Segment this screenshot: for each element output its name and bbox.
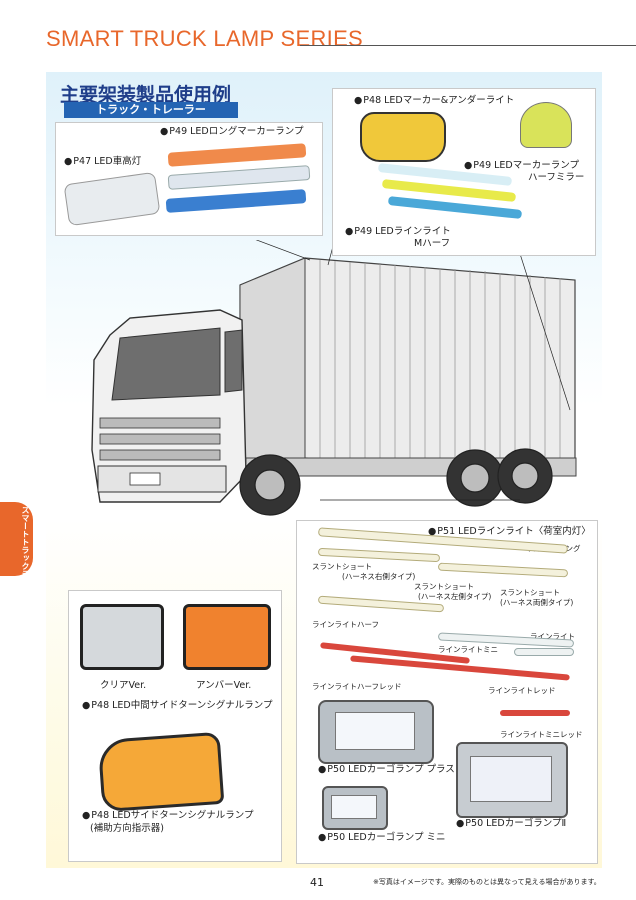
callout-p50-cargo-mini: P50 LEDカーゴランプ ミニ (318, 832, 445, 844)
amber-side-turn-signal-image (97, 731, 225, 813)
category-bar: トラック・トレーラー (64, 102, 238, 118)
callout-p49-marker-lamp: P49 LEDマーカーランプ (464, 160, 579, 172)
callout-p49-line-light: P49 LEDラインライト (345, 226, 450, 238)
image-disclaimer: ※写真はイメージです。実際のものとは異なって見える場合があります。 (373, 878, 601, 886)
label-line-half-red: ラインライトハーフレッド (312, 682, 402, 691)
cargo-lamp-mini-lens (331, 795, 377, 819)
callout-p51-line-light: P51 LEDラインライト〈荷室内灯〉 (428, 526, 590, 538)
callout-p50-cargo-2: P50 LEDカーゴランプⅡ (456, 818, 566, 830)
page-number: 41 (310, 876, 324, 889)
series-title: SMART TRUCK LAMP SERIES (46, 26, 364, 51)
callout-p48-marker-under: P48 LEDマーカー&アンダーライト (354, 95, 514, 107)
side-tab-label: スマートトラックランプ (21, 506, 30, 594)
label-line-half: ラインライトハーフ (312, 620, 380, 629)
page-title: 主要架装製品使用例 (60, 84, 232, 106)
callout-m-half: Mハーフ (414, 238, 451, 249)
label-harness-left: (ハーネス左側タイプ) (418, 592, 492, 601)
callout-p48-middle-side-turn: P48 LED中間サイドターンシグナルランプ (82, 700, 272, 712)
callout-auxiliary-indicator: (補助方向指示器) (90, 823, 164, 834)
label-line-mini: ラインライトミニ (438, 645, 498, 654)
label-slant-short-left: スラントショート (414, 582, 474, 591)
clear-turn-signal-image (80, 604, 164, 670)
callout-p49-long-marker: P49 LEDロングマーカーランプ (160, 126, 303, 138)
amber-turn-signal-image (183, 604, 271, 670)
label-slant-short-right: スラントショート (312, 562, 372, 571)
cargo-lamp-plus-lens (335, 712, 415, 750)
half-mirror-marker-lamp (520, 102, 572, 148)
label-line-mini-red: ラインライトミニレッド (500, 730, 583, 739)
truck-illustration (91, 240, 577, 516)
label-amber-ver: アンバーVer. (196, 680, 252, 691)
rod-line-mini (514, 648, 574, 656)
side-tab (0, 502, 33, 576)
callout-half-mirror: ハーフミラー (528, 172, 585, 183)
yellow-marker-under-light (360, 112, 446, 162)
label-line-light: ラインライト (530, 632, 575, 641)
label-clear-ver: クリアVer. (100, 680, 147, 691)
callout-p50-cargo-plus: P50 LEDカーゴランプ プラス (318, 764, 455, 776)
label-harness-both: (ハーネス両側タイプ) (500, 598, 574, 607)
rod-line-mini-red (500, 710, 570, 716)
label-slant-short-both: スラントショート (500, 588, 560, 597)
label-harness-right: (ハーネス右側タイプ) (342, 572, 416, 581)
header-rule (300, 45, 636, 46)
cargo-lamp-2-lens (470, 756, 552, 802)
label-line-red: ラインライトレッド (488, 686, 556, 695)
callout-p47-height-lamp: P47 LED車高灯 (64, 156, 141, 168)
callout-p48-side-turn: P48 LEDサイドターンシグナルランプ (82, 810, 253, 822)
